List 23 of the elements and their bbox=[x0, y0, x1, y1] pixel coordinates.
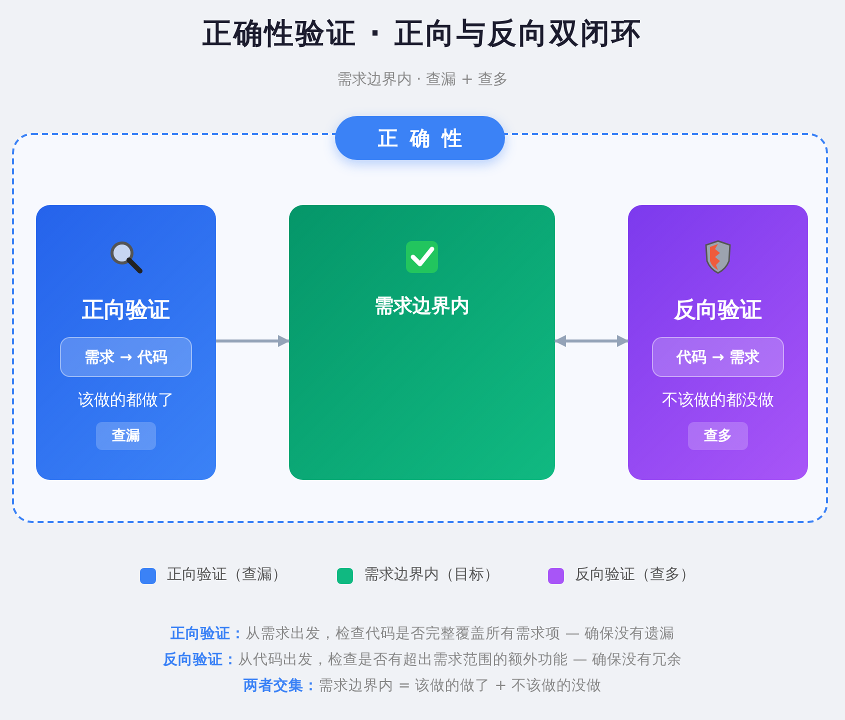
card-title: 需求边界内 bbox=[374, 294, 470, 319]
card bbox=[628, 205, 808, 480]
flow-pill: 需求 → 代码 bbox=[60, 337, 192, 377]
card-description: 不该做的都没做 bbox=[661, 390, 775, 411]
subtitle: 需求边界内 · 查漏 + 查多 bbox=[336, 70, 510, 89]
title: 正确性验证 · 正向与反向双闭环 bbox=[201, 15, 644, 52]
flow-pill: 代码 → 需求 bbox=[652, 337, 784, 377]
card bbox=[36, 205, 216, 480]
heading-pill: 正确性 bbox=[335, 116, 505, 160]
tag-badge: 查漏 bbox=[96, 422, 156, 450]
legend-label: 反向验证（查多） bbox=[575, 565, 695, 584]
card-description: 该做的都做了 bbox=[77, 390, 175, 411]
arrow bbox=[554, 335, 629, 347]
legend-label: 需求边界内（目标） bbox=[364, 565, 499, 584]
tag-badge: 查多 bbox=[688, 422, 748, 450]
card-title: 正向验证 bbox=[81, 297, 171, 325]
arrow bbox=[216, 335, 290, 347]
card bbox=[289, 205, 555, 480]
legend-label: 正向验证（查漏） bbox=[167, 565, 287, 584]
note-text: 反向验证：从代码出发，检查是否有超出需求范围的额外功能 — 确保没有冗余 bbox=[162, 650, 683, 669]
card-title: 反向验证 bbox=[672, 297, 763, 325]
note-text: 两者交集：需求边界内 = 该做的做了 + 不该做的没做 bbox=[242, 676, 602, 695]
note-text: 正向验证：从需求出发，检查代码是否完整覆盖所有需求项 — 确保没有遗漏 bbox=[170, 624, 676, 643]
